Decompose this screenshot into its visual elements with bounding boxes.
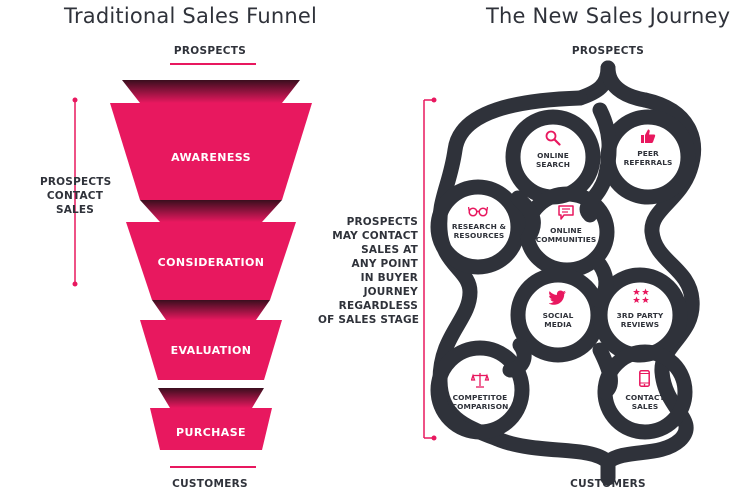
right-side-note: PROSPECTS MAY CONTACT SALES AT ANY POINT… xyxy=(318,216,420,326)
funnel-segment-awareness xyxy=(110,103,312,200)
scales-icon xyxy=(471,373,489,388)
glasses-icon xyxy=(468,206,488,217)
funnel-segment-consideration xyxy=(126,222,296,300)
right-bracket xyxy=(423,97,437,441)
right-bottom-label: CUSTOMERS xyxy=(570,478,646,490)
funnel-rim-awareness xyxy=(122,80,300,103)
funnel-rim-evaluation xyxy=(152,300,270,320)
left-title: Traditional Sales Funnel xyxy=(64,4,317,28)
stars-icon xyxy=(633,288,649,303)
left-top-rule xyxy=(170,63,256,65)
chat-icon xyxy=(558,205,574,220)
bird-icon xyxy=(549,290,566,305)
node-research-resources: RESEARCH &RESOURCES xyxy=(451,222,507,240)
stage-purchase: PURCHASE xyxy=(176,426,246,439)
journey-road xyxy=(430,60,701,486)
left-bottom-label: CUSTOMERS xyxy=(172,478,248,490)
right-top-label: PROSPECTS xyxy=(571,45,645,57)
funnel-rim-consideration xyxy=(140,200,282,222)
funnel-segment-evaluation xyxy=(140,320,282,380)
thumbs-up-icon xyxy=(641,129,656,143)
magnifier-icon xyxy=(545,130,561,146)
left-side-note: PROSPECTS CONTACT SALES xyxy=(40,176,112,216)
left-bottom-rule xyxy=(170,466,256,468)
funnel-rim-purchase xyxy=(158,388,264,408)
stage-consideration: CONSIDERATION xyxy=(157,256,265,269)
funnel-segment-purchase xyxy=(150,408,272,450)
right-title: The New Sales Journey xyxy=(486,4,731,28)
stage-evaluation: EVALUATION xyxy=(170,344,252,357)
left-top-label: PROSPECTS xyxy=(173,45,247,57)
stage-awareness: AWARENESS xyxy=(171,151,251,164)
phone-icon xyxy=(639,370,650,387)
left-bracket xyxy=(72,97,78,287)
